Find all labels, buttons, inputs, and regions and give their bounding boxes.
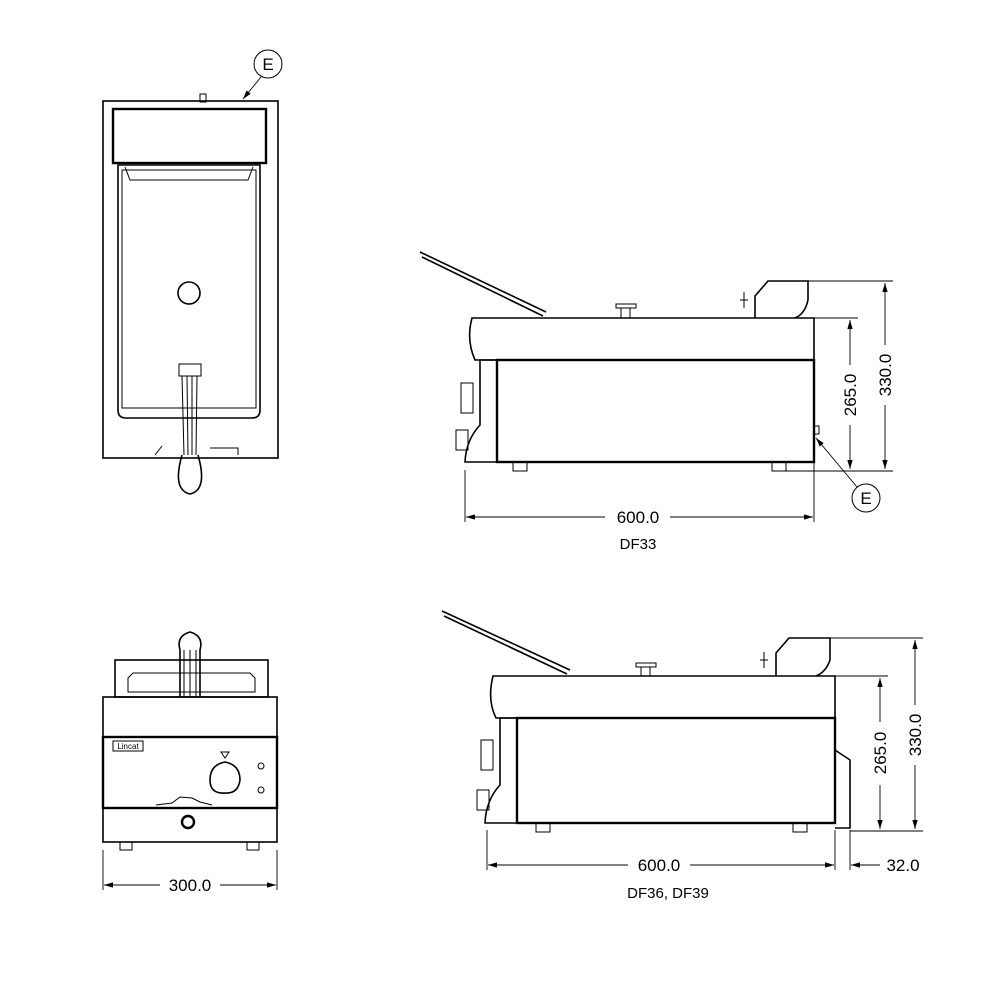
total-height-dimension: 330.0	[876, 354, 895, 397]
total-height-dimension: 330.0	[906, 714, 925, 757]
callout-e-top: E	[242, 49, 283, 100]
basket-handle	[177, 363, 203, 495]
callout-e-side: E	[815, 437, 881, 513]
svg-text:E: E	[860, 489, 871, 508]
body-height-dimension: 265.0	[871, 732, 890, 775]
offset-dimension: 32.0	[886, 856, 919, 875]
lincat-logo	[112, 740, 144, 752]
svg-text:E: E	[262, 55, 273, 74]
model-label: DF36, DF39	[627, 885, 709, 902]
drain-tap	[180, 814, 196, 830]
width-dimension: 600.0	[638, 856, 681, 875]
top-view: E	[102, 49, 283, 495]
width-dimension: 300.0	[169, 876, 212, 895]
svg-text:Lincat: Lincat	[117, 742, 139, 751]
width-dimension: 600.0	[617, 508, 660, 527]
front-view: Lincat 300.0	[101, 631, 279, 895]
model-label: DF33	[620, 536, 657, 553]
side-view-df36-df39: 600.0 32.0 DF36, DF39 330.0 265.0	[441, 610, 925, 902]
thermostat-knob	[209, 761, 241, 794]
drain-hole	[177, 281, 201, 305]
body-height-dimension: 265.0	[841, 374, 860, 417]
side-view-df33: 600.0 DF33 330.0 265.0 E	[419, 251, 895, 553]
